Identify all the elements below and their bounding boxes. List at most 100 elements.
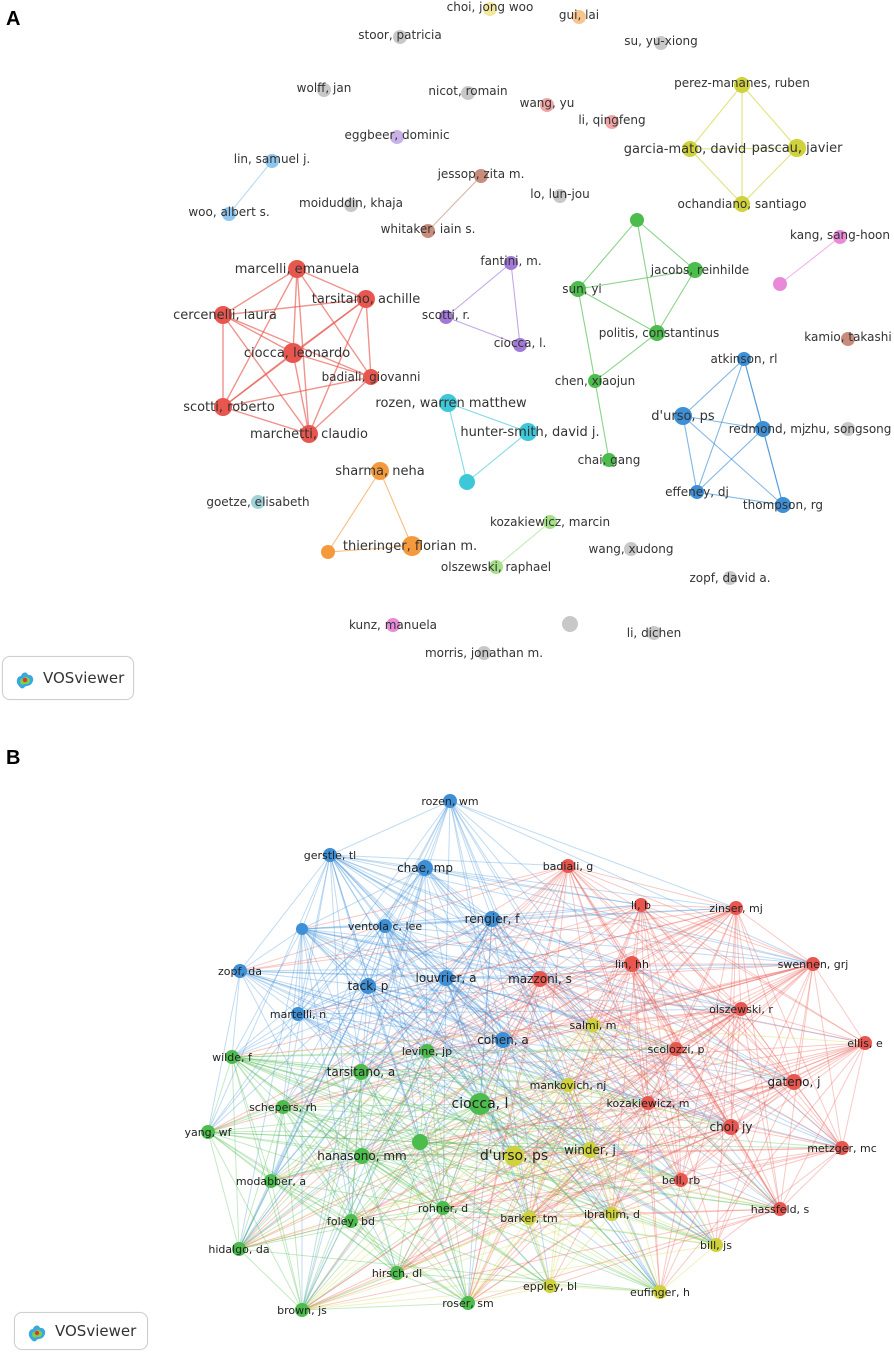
network-node[interactable] (378, 919, 392, 933)
network-node[interactable] (788, 139, 806, 157)
network-node[interactable] (687, 262, 703, 278)
network-node[interactable] (709, 1238, 723, 1252)
network-node[interactable] (833, 230, 847, 244)
network-node[interactable] (543, 1279, 557, 1293)
network-node[interactable] (734, 1002, 748, 1016)
network-node[interactable] (495, 1032, 511, 1048)
network-node[interactable] (835, 1141, 849, 1155)
network-node[interactable] (641, 1096, 655, 1110)
network-node[interactable] (233, 964, 247, 978)
network-node[interactable] (412, 1134, 428, 1150)
network-node[interactable] (649, 325, 665, 341)
network-node[interactable] (653, 1285, 667, 1299)
network-node[interactable] (296, 923, 308, 935)
network-node[interactable] (321, 545, 335, 559)
network-node[interactable] (674, 1173, 688, 1187)
network-node[interactable] (459, 474, 475, 490)
network-node[interactable] (562, 616, 578, 632)
network-node[interactable] (288, 260, 306, 278)
network-node[interactable] (474, 169, 488, 183)
network-node[interactable] (561, 1078, 575, 1092)
network-node[interactable] (755, 421, 771, 437)
network-node[interactable] (729, 901, 743, 915)
network-node[interactable] (357, 290, 375, 308)
network-node[interactable] (222, 207, 236, 221)
network-node[interactable] (461, 86, 475, 100)
network-node[interactable] (443, 794, 457, 808)
network-node[interactable] (513, 338, 527, 352)
network-node[interactable] (858, 1036, 872, 1050)
network-node[interactable] (773, 1202, 787, 1216)
network-node[interactable] (841, 332, 855, 346)
network-node[interactable] (572, 10, 586, 24)
network-node[interactable] (344, 198, 358, 212)
network-node[interactable] (647, 626, 661, 640)
network-node[interactable] (344, 1214, 358, 1228)
network-node[interactable] (214, 398, 232, 416)
network-node[interactable] (436, 1201, 450, 1215)
network-node[interactable] (214, 306, 232, 324)
network-node[interactable] (477, 646, 491, 660)
network-node[interactable] (360, 978, 376, 994)
network-node[interactable] (602, 453, 616, 467)
network-node[interactable] (634, 898, 648, 912)
network-node[interactable] (291, 1007, 305, 1021)
network-node[interactable] (317, 83, 331, 97)
network-node[interactable] (251, 495, 265, 509)
network-node[interactable] (354, 1148, 370, 1164)
network-node[interactable] (283, 343, 303, 363)
network-node[interactable] (420, 1044, 434, 1058)
network-node[interactable] (553, 189, 567, 203)
network-node[interactable] (371, 462, 389, 480)
network-node[interactable] (786, 1074, 802, 1090)
network-node[interactable] (300, 425, 318, 443)
network-node[interactable] (484, 911, 500, 927)
network-node[interactable] (483, 2, 497, 16)
network-node[interactable] (841, 422, 855, 436)
network-node[interactable] (734, 196, 750, 212)
network-node[interactable] (469, 1093, 491, 1115)
network-node[interactable] (690, 485, 704, 499)
network-node[interactable] (232, 1242, 246, 1256)
network-node[interactable] (417, 860, 433, 876)
network-node[interactable] (561, 859, 575, 873)
network-node[interactable] (225, 1050, 239, 1064)
network-node[interactable] (461, 1296, 475, 1310)
network-node[interactable] (519, 423, 537, 441)
network-node[interactable] (775, 497, 791, 513)
network-node[interactable] (540, 98, 554, 112)
network-node[interactable] (353, 1064, 369, 1080)
network-node[interactable] (390, 1266, 404, 1280)
network-node[interactable] (605, 1207, 619, 1221)
network-node[interactable] (276, 1100, 290, 1114)
network-node[interactable] (323, 848, 337, 862)
network-node[interactable] (586, 1018, 600, 1032)
network-node[interactable] (504, 1146, 524, 1166)
network-node[interactable] (734, 77, 750, 93)
network-node[interactable] (504, 256, 518, 270)
network-node[interactable] (723, 571, 737, 585)
network-node[interactable] (438, 970, 454, 986)
network-node[interactable] (630, 213, 644, 227)
network-node[interactable] (489, 560, 503, 574)
network-node[interactable] (654, 36, 668, 50)
network-node[interactable] (669, 1042, 683, 1056)
network-node[interactable] (532, 971, 548, 987)
network-node[interactable] (201, 1125, 215, 1139)
network-node[interactable] (682, 141, 698, 157)
network-node[interactable] (624, 956, 640, 972)
network-node[interactable] (605, 115, 619, 129)
network-node[interactable] (543, 515, 557, 529)
network-node[interactable] (264, 1174, 278, 1188)
network-node[interactable] (386, 618, 400, 632)
network-node[interactable] (624, 542, 638, 556)
network-node[interactable] (295, 1303, 309, 1317)
network-node[interactable] (390, 130, 404, 144)
network-node[interactable] (439, 310, 453, 324)
network-node[interactable] (806, 957, 820, 971)
network-node[interactable] (363, 369, 379, 385)
network-node[interactable] (674, 407, 692, 425)
network-node[interactable] (439, 394, 457, 412)
network-node[interactable] (393, 30, 407, 44)
network-node[interactable] (421, 224, 435, 238)
